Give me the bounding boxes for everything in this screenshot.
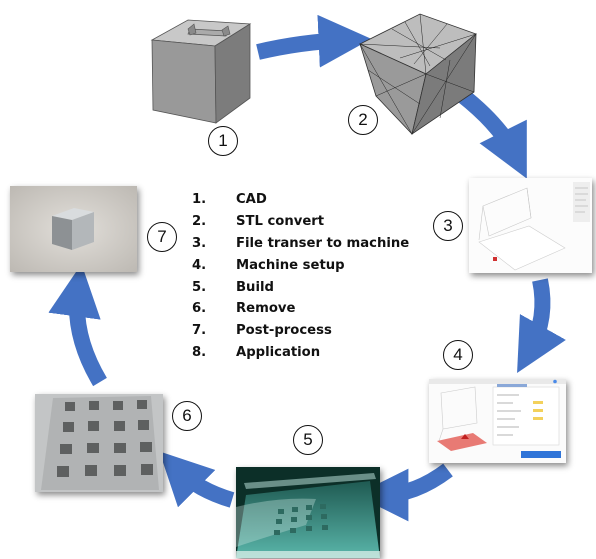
- step-label: File transer to machine: [236, 235, 410, 251]
- step-number: 8.: [192, 345, 207, 361]
- step-number: 1.: [192, 192, 207, 207]
- step-marker-2: 2: [348, 105, 378, 135]
- step-number: 5.: [192, 279, 207, 295]
- step-label: Machine setup: [236, 257, 345, 273]
- step-label: Post-process: [236, 323, 332, 339]
- step-marker-4: 4: [443, 340, 473, 370]
- process-step-list: 1. CAD 2. STL convert 3. File transer to ma…: [186, 189, 409, 364]
- arrow-remove-to-postprocess: [48, 263, 107, 387]
- step-marker-3: 3: [433, 211, 463, 241]
- step-item: 5. Build: [186, 277, 409, 299]
- finished-part-photo-icon: [10, 186, 137, 272]
- step-label: STL convert: [236, 213, 325, 229]
- step-label: Application: [236, 345, 321, 361]
- removed-parts-photo-icon: [35, 394, 163, 492]
- step-item: 8. Application: [186, 342, 409, 364]
- step-item: 2. STL convert: [186, 211, 409, 233]
- arrow-build-to-remove: [159, 451, 235, 508]
- machine-setup-screenshot-icon: [429, 379, 566, 463]
- step-marker-5: 5: [293, 425, 323, 455]
- step-item: 1. CAD: [186, 189, 409, 211]
- step-marker-7: 7: [147, 222, 177, 252]
- step-number: 7.: [192, 323, 207, 339]
- step-number: 3.: [192, 235, 207, 251]
- step-label: Build: [236, 279, 274, 295]
- step-label: CAD: [236, 192, 267, 207]
- arrow-stl-to-file-transfer: [457, 88, 527, 179]
- cad-cube-icon: [150, 19, 252, 124]
- step-number: 2.: [192, 213, 207, 229]
- step-number: 4.: [192, 257, 207, 273]
- step-number: 6.: [192, 301, 207, 317]
- step-item: 4. Machine setup: [186, 255, 409, 277]
- step-item: 6. Remove: [186, 298, 409, 320]
- step-item: 3. File transer to machine: [186, 233, 409, 255]
- step-item: 7. Post-process: [186, 320, 409, 342]
- arrow-setup-to-build: [355, 463, 453, 522]
- step-label: Remove: [236, 301, 296, 317]
- slicer-screenshot-icon: [469, 178, 592, 273]
- arrow-cad-to-stl: [256, 14, 372, 68]
- build-chamber-photo-icon: [236, 467, 380, 558]
- stl-mesh-cube-icon: [359, 13, 477, 135]
- step-marker-6: 6: [172, 401, 202, 431]
- step-marker-1: 1: [208, 126, 238, 156]
- arrow-file-transfer-to-setup: [517, 278, 566, 374]
